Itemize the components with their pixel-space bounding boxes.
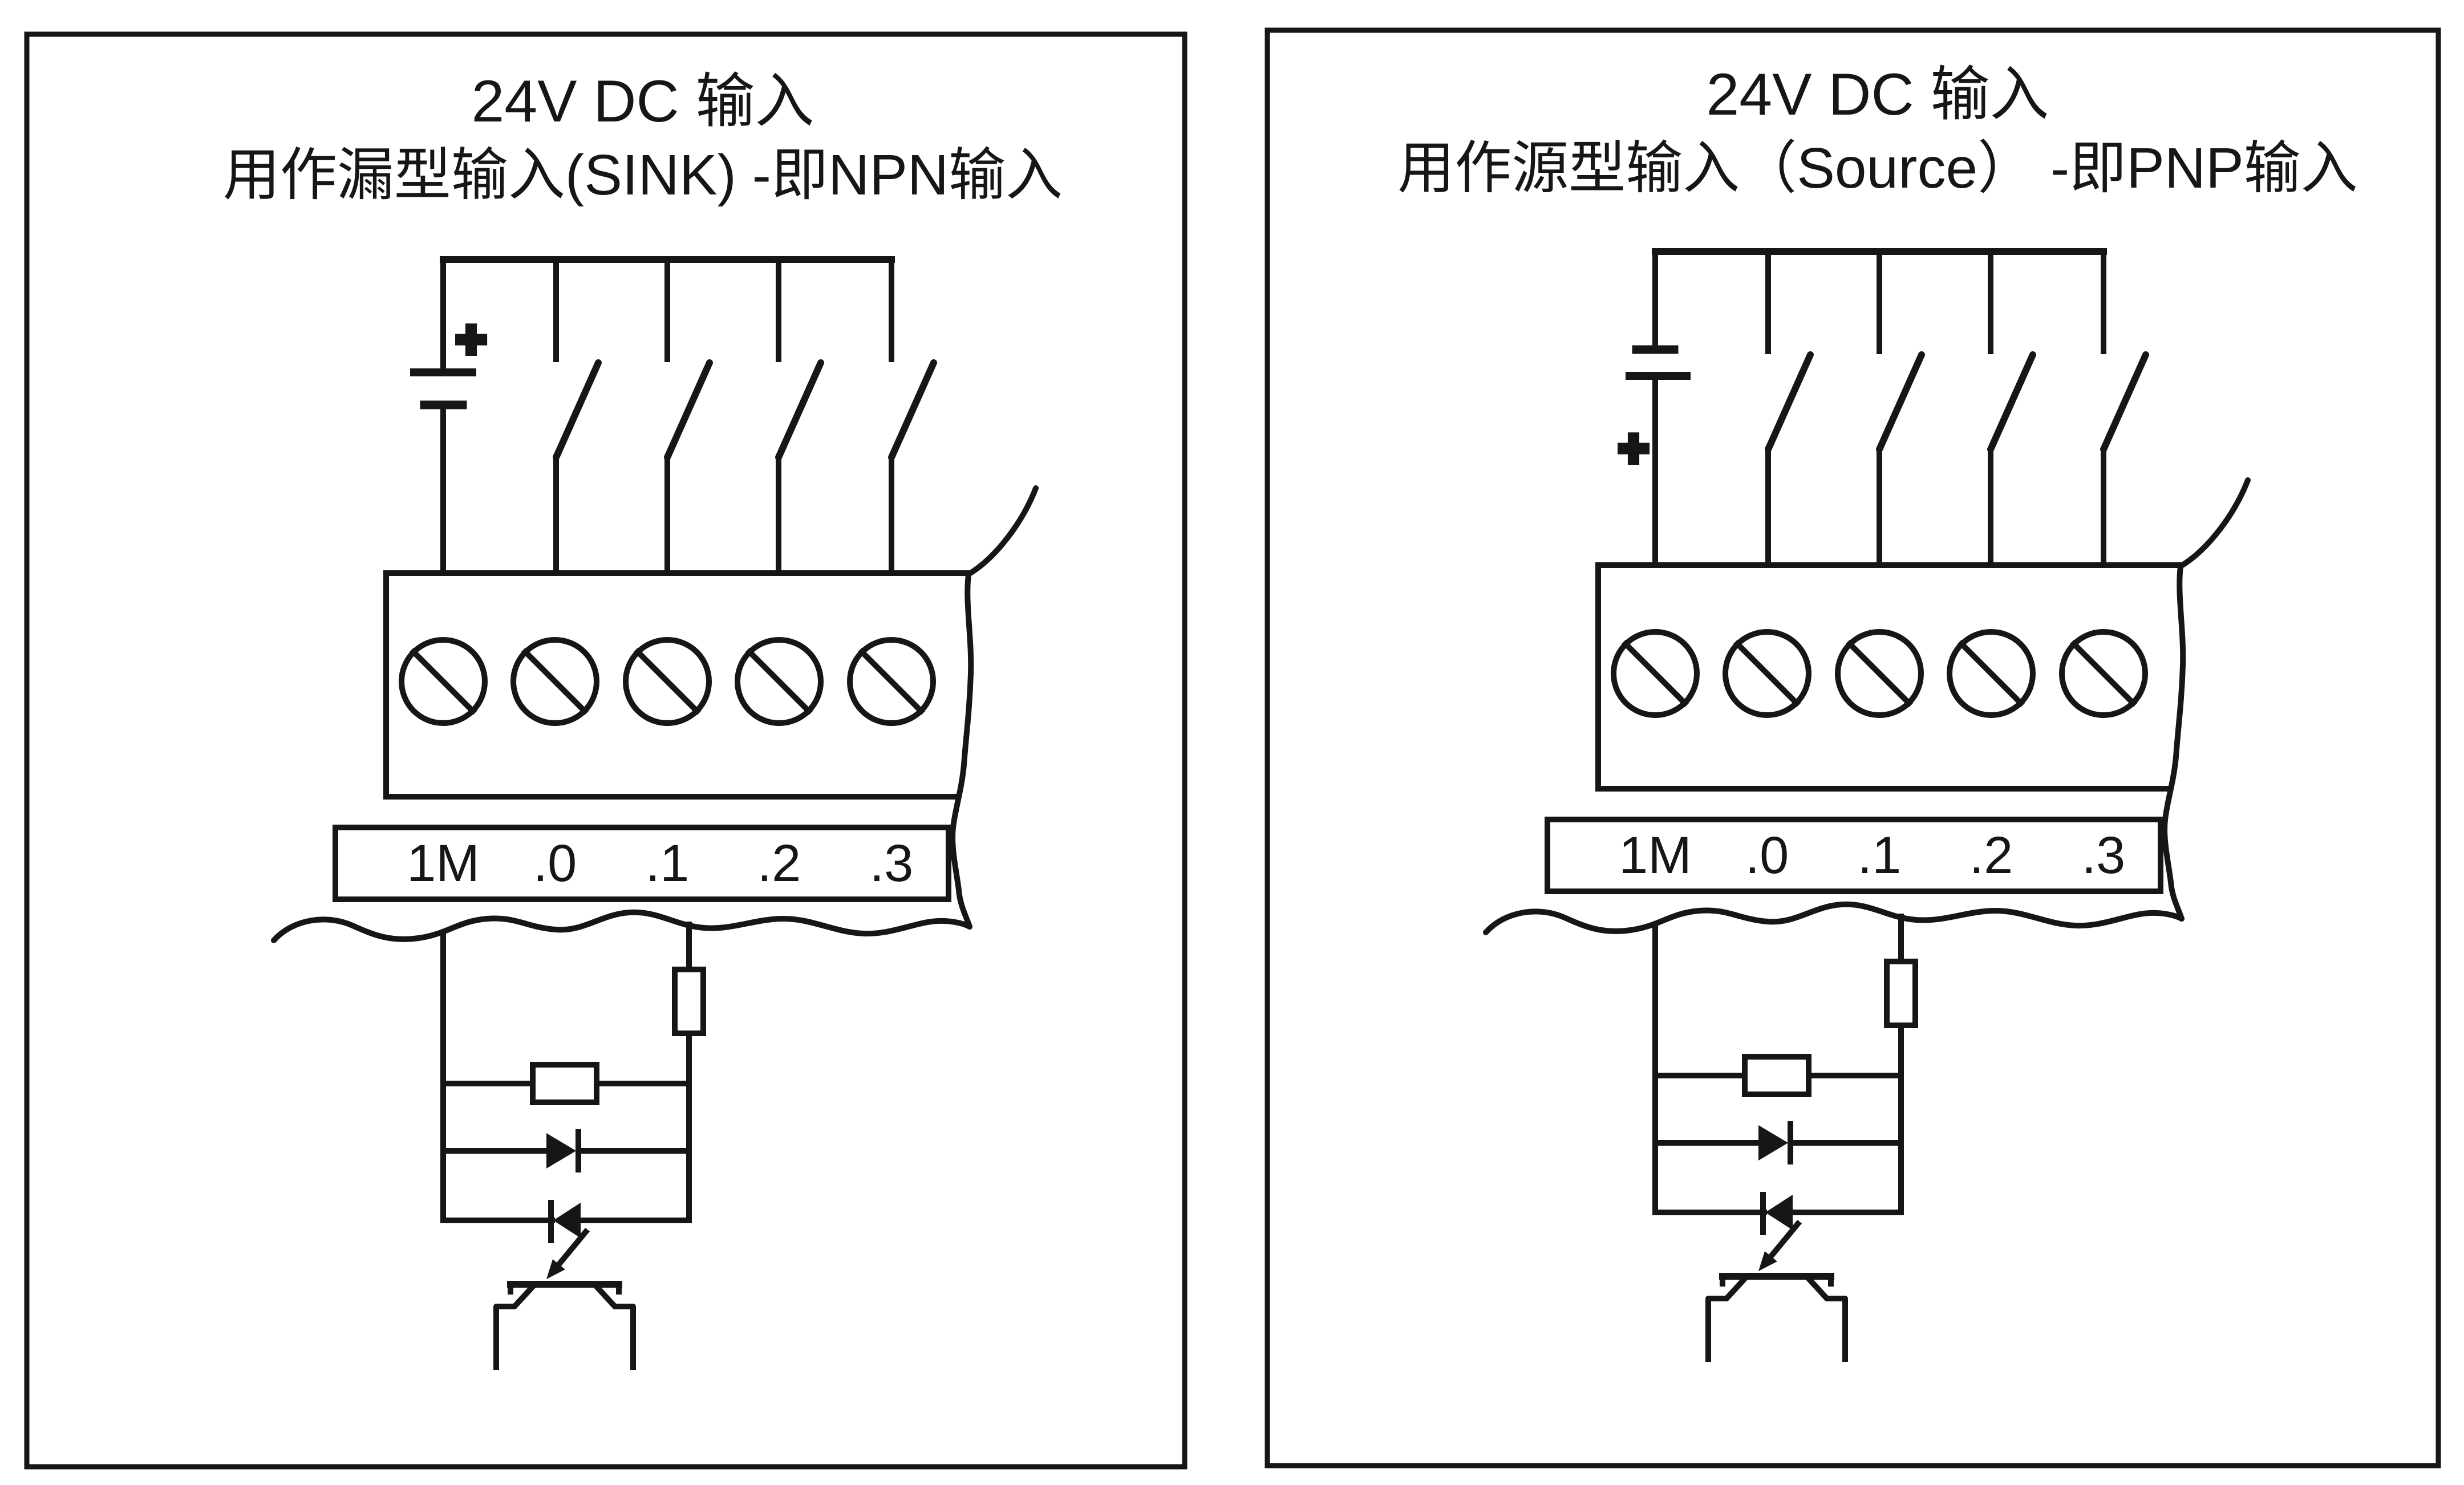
battery-icon [410,257,476,576]
wavy-break-line [1483,901,2185,935]
panel-title-line1: 24V DC 输入 [1706,62,2049,128]
terminal-label: .0 [1745,826,1789,884]
terminal-label-strip [1545,817,2163,894]
screw-terminal-icon [847,637,936,726]
switch-contact-icon [1987,249,2036,568]
resistor-icon [1742,1054,1811,1097]
screw-terminal-icon [1723,629,1811,718]
wavy-break-line [271,909,972,943]
panel-border [24,31,1188,1470]
switch-contact-icon [664,257,713,576]
terminal-label: .3 [2082,826,2126,884]
resistor-icon [672,967,706,1036]
panel-title-line2: 用作漏型输入(SINK) -即NPN输入 [223,143,1063,207]
torn-edge [950,485,1039,930]
screw-terminal-icon [510,637,599,726]
terminal-label: .1 [1858,826,1902,884]
light-arrow-icon [546,1227,590,1279]
switch-contact-icon [553,257,602,576]
diode-icon [1758,1121,1793,1165]
screw-terminal-icon [735,637,824,726]
switch-contact-icon [888,257,937,576]
terminal-block [1595,562,2182,792]
battery-plus-label: + [1618,419,1649,477]
internal-input-circuit [440,922,706,1370]
resistor-icon [1884,959,1918,1028]
terminal-label: .1 [646,834,690,892]
terminal-label: 1M [407,834,480,892]
screw-terminal-icon [1611,629,1700,718]
screw-terminal-icon [623,637,712,726]
switch-contact-icon [2100,249,2149,568]
screw-terminal-icon [1947,629,2036,718]
diode-icon [546,1129,581,1172]
terminal-label: 1M [1619,826,1692,884]
battery-icon [1626,249,1691,568]
screw-terminal-icon [2059,629,2148,718]
screw-terminal-icon [399,637,488,726]
switch-contact-icon [1765,249,1814,568]
led-diode-icon [548,1200,581,1243]
battery-plus-label: + [456,310,487,368]
phototransistor-icon [1705,1273,1848,1362]
terminal-label-strip [333,825,951,902]
panel-sink: 24V DC 输入 用作漏型输入(SINK) -即NPN输入 + [24,31,1188,1470]
internal-input-circuit [1652,914,1918,1362]
panel-border [1265,27,2441,1468]
panel-title-line2: 用作源型输入（Source） -即PNP输入 [1397,136,2358,200]
switch-contact-icon [1876,249,1925,568]
light-arrow-icon [1758,1219,1802,1271]
panel-title-line1: 24V DC 输入 [471,68,814,135]
panel-source: 24V DC 输入 用作源型输入（Source） -即PNP输入 + [1265,27,2441,1468]
terminal-label: .3 [870,834,914,892]
terminal-label: .2 [757,834,801,892]
switch-contact-icon [775,257,824,576]
phototransistor-icon [493,1281,636,1370]
torn-edge [2162,477,2251,922]
led-diode-icon [1760,1192,1793,1235]
terminal-label: .0 [533,834,577,892]
screw-terminal-icon [1835,629,1924,718]
terminal-block [383,570,970,800]
terminal-label: .2 [1969,826,2013,884]
resistor-icon [530,1062,599,1105]
